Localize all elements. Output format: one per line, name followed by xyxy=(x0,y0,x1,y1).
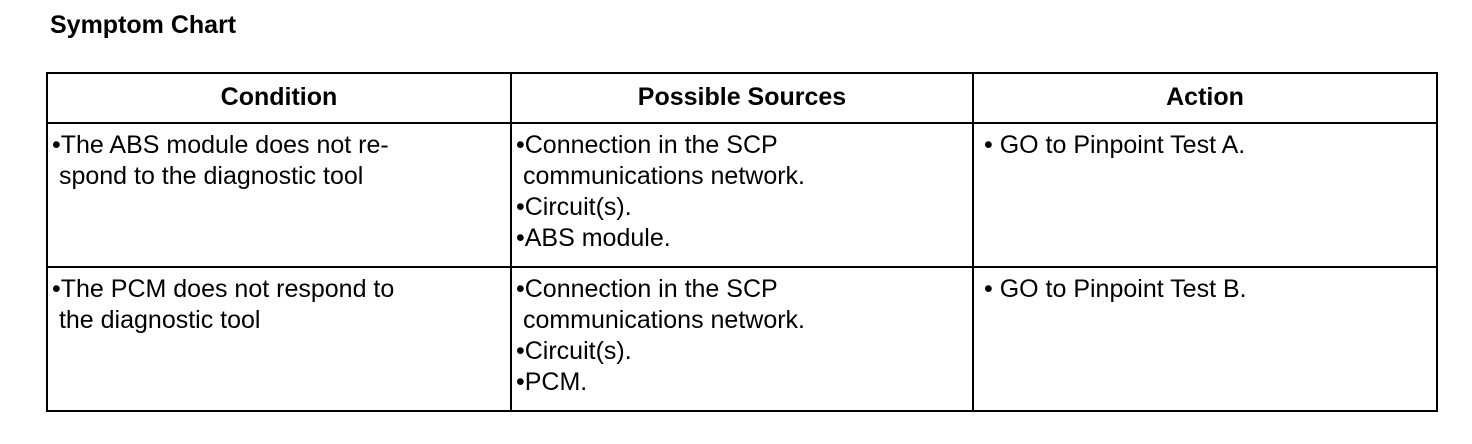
condition-line: •The ABS module does not re- xyxy=(52,131,389,159)
table-row: •The ABS module does not re- spond to th… xyxy=(46,122,1438,268)
column-header-action: Action xyxy=(972,72,1438,124)
source-line: •Connection in the SCP xyxy=(516,131,778,159)
source-line: •Circuit(s). xyxy=(516,193,632,221)
table-row: •The PCM does not respond to the diagnos… xyxy=(46,266,1438,412)
table-header-row: Condition Possible Sources Action xyxy=(46,72,1438,124)
source-line: •Circuit(s). xyxy=(516,337,632,365)
condition-line: spond to the diagnostic tool xyxy=(52,162,364,190)
source-line: •ABS module. xyxy=(516,224,671,252)
action-text: • GO to Pinpoint Test B. xyxy=(984,275,1247,303)
possible-sources-cell: •Connection in the SCP communications ne… xyxy=(510,266,974,412)
source-line: •Connection in the SCP xyxy=(516,275,778,303)
source-line: communications network. xyxy=(516,306,806,334)
document-title: Symptom Chart xyxy=(50,11,237,39)
source-line: •PCM. xyxy=(516,368,588,396)
condition-line: the diagnostic tool xyxy=(52,306,261,334)
column-header-condition: Condition xyxy=(46,72,512,124)
action-cell: • GO to Pinpoint Test B. xyxy=(972,266,1438,412)
condition-line: •The PCM does not respond to xyxy=(52,275,395,303)
possible-sources-cell: •Connection in the SCP communications ne… xyxy=(510,122,974,268)
symptom-chart-table: Condition Possible Sources Action •The A… xyxy=(46,72,1438,412)
action-text: • GO to Pinpoint Test A. xyxy=(984,131,1246,159)
action-cell: • GO to Pinpoint Test A. xyxy=(972,122,1438,268)
column-header-possible-sources: Possible Sources xyxy=(510,72,974,124)
condition-cell: •The ABS module does not re- spond to th… xyxy=(46,122,512,268)
source-line: communications network. xyxy=(516,162,806,190)
condition-cell: •The PCM does not respond to the diagnos… xyxy=(46,266,512,412)
